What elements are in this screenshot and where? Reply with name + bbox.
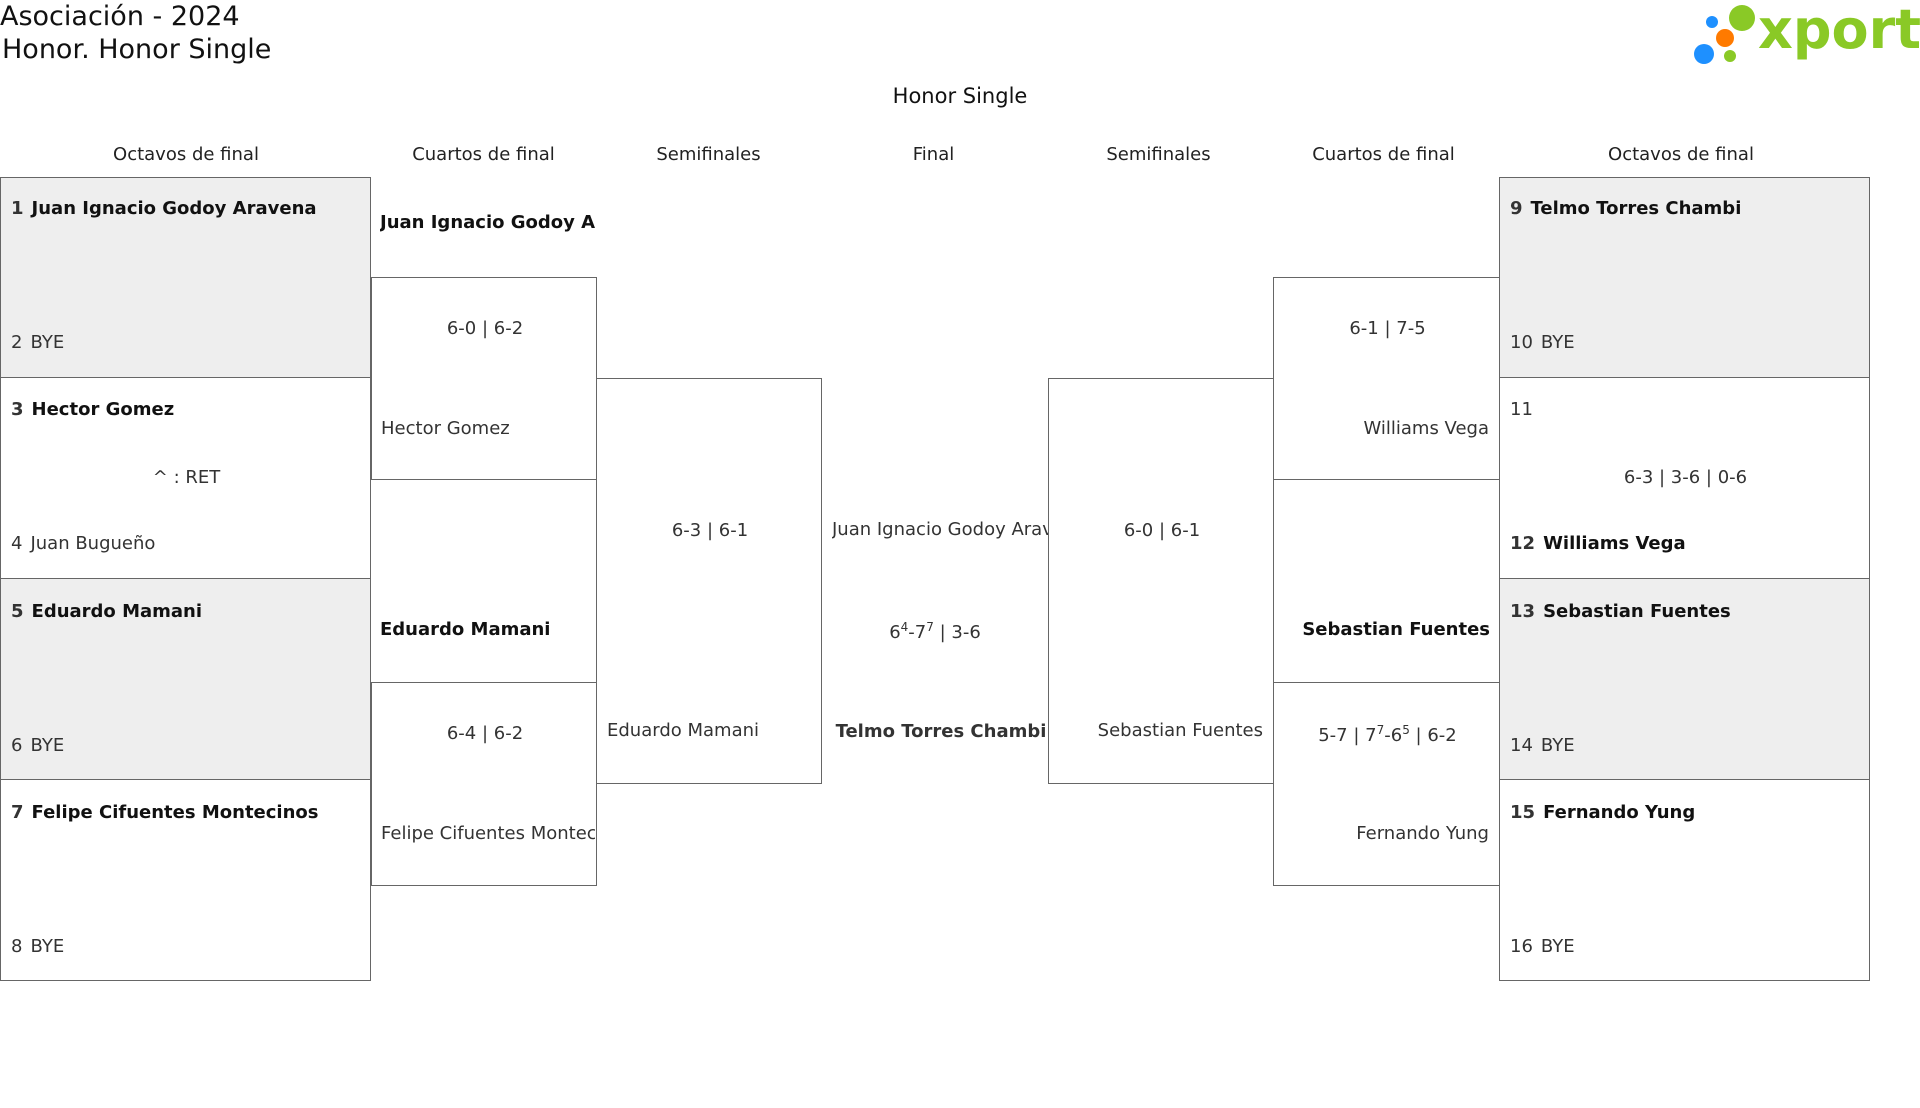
xporty-logo[interactable]: xporty — [1690, 0, 1920, 70]
final-top-player[interactable]: Juan Ignacio Godoy Aravena — [832, 519, 1048, 540]
qf-left-2-bottom-slot: Felipe Cifuentes Montecinos — [381, 823, 595, 849]
qf-left-2-score: 6-4 | 6-2 — [446, 723, 524, 744]
qf-right-1-match: 6-1 | 7-5 Williams Vega — [1273, 277, 1500, 480]
sf-left-bottom-player[interactable]: Eduardo Mamani — [607, 720, 760, 741]
round-label-r16-right: Octavos de final — [1608, 144, 1754, 165]
sf-left-score: 6-3 | 6-1 — [671, 520, 749, 541]
round-label-sf-right: Semifinales — [1106, 144, 1211, 165]
tournament-title: Asociación - 2024 — [0, 1, 240, 32]
qf-left-1-top-player[interactable]: Juan Ignacio Godoy Aravena — [380, 212, 596, 233]
category-title: Honor. Honor Single — [2, 34, 272, 65]
draw-title: Honor Single — [892, 84, 1028, 108]
final-top-slot: Juan Ignacio Godoy Aravena — [832, 519, 1048, 545]
sf-right-score: 6-0 | 6-1 — [1123, 520, 1201, 541]
qf-right-2-match: 5-7 | 77-65 | 6-2 Fernando Yung — [1273, 682, 1500, 886]
logo-dots-icon — [1694, 5, 1755, 64]
final-score: 64-77 | 3-6 — [889, 620, 981, 643]
r16-match-6-score: 6-3 | 3-6 | 0-6 — [1623, 467, 1748, 488]
qf-left-2-top-player[interactable]: Eduardo Mamani — [380, 619, 551, 640]
round-label-qf-right: Cuartos de final — [1312, 144, 1455, 165]
qf-left-1-top-slot: Juan Ignacio Godoy Aravena — [380, 212, 596, 238]
round-label-qf-left: Cuartos de final — [412, 144, 555, 165]
qf-right-2-top-slot: Sebastian Fuentes — [1273, 619, 1490, 645]
qf-left-1-bottom-player[interactable]: Hector Gomez — [381, 418, 510, 439]
qf-right-2-top-player[interactable]: Sebastian Fuentes — [1302, 619, 1490, 640]
sf-right-bottom-player[interactable]: Sebastian Fuentes — [1097, 720, 1263, 741]
qf-right-1-bottom-player[interactable]: Williams Vega — [1363, 418, 1489, 439]
round-label-r16-left: Octavos de final — [113, 144, 259, 165]
qf-right-2-score: 5-7 | 77-65 | 6-2 — [1318, 723, 1457, 746]
qf-right-2-bottom-player[interactable]: Fernando Yung — [1356, 823, 1489, 844]
qf-left-2-match: 6-4 | 6-2 Felipe Cifuentes Montecinos — [371, 682, 597, 886]
round-label-sf-left: Semifinales — [656, 144, 761, 165]
qf-right-1-score: 6-1 | 7-5 — [1349, 318, 1426, 339]
round-label-final: Final — [912, 144, 955, 165]
final-champion-player[interactable]: Telmo Torres Chambi — [835, 721, 1047, 742]
qf-left-2-bottom-player[interactable]: Felipe Cifuentes Montecinos — [381, 823, 595, 844]
sf-right-match: 6-0 | 6-1 Sebastian Fuentes — [1048, 378, 1274, 784]
sf-left-match: 6-3 | 6-1 Eduardo Mamani — [596, 378, 822, 784]
r16-player-11[interactable]: 11 — [1510, 399, 1533, 420]
qf-left-1-score: 6-0 | 6-2 — [446, 318, 524, 339]
r16-match-2-note: ^ : RET — [152, 467, 221, 488]
qf-left-2-top-slot: Eduardo Mamani — [380, 619, 596, 645]
logo-wordmark: xporty — [1758, 0, 1920, 61]
qf-left-1-match: 6-0 | 6-2 Hector Gomez — [371, 277, 597, 480]
